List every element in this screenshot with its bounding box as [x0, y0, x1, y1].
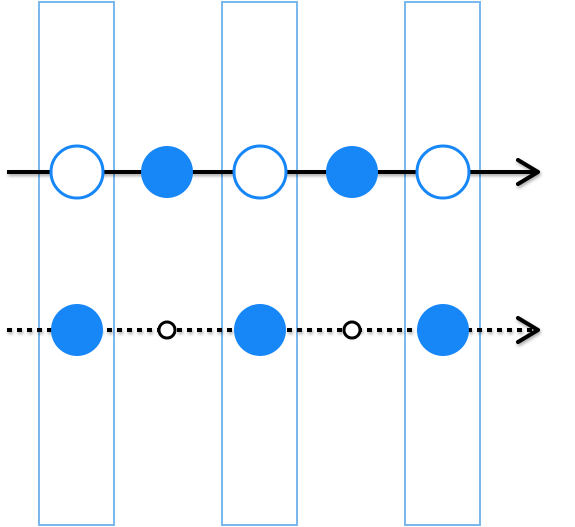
filled-node	[51, 304, 103, 356]
filled-node	[326, 146, 378, 198]
column-bands	[38, 1, 481, 526]
column-band	[221, 1, 298, 526]
filled-node	[234, 304, 286, 356]
small-open-node	[342, 320, 362, 340]
arrow-head-icon	[516, 316, 540, 344]
bottom-row	[7, 304, 540, 356]
open-node	[415, 144, 471, 200]
column-band	[38, 1, 115, 526]
rows	[7, 144, 540, 356]
small-open-node	[157, 320, 177, 340]
open-node	[49, 144, 105, 200]
top-row	[7, 144, 540, 200]
column-band	[404, 1, 481, 526]
open-node	[232, 144, 288, 200]
filled-node	[141, 146, 193, 198]
arrow-head-icon	[516, 158, 540, 186]
filled-node	[417, 304, 469, 356]
